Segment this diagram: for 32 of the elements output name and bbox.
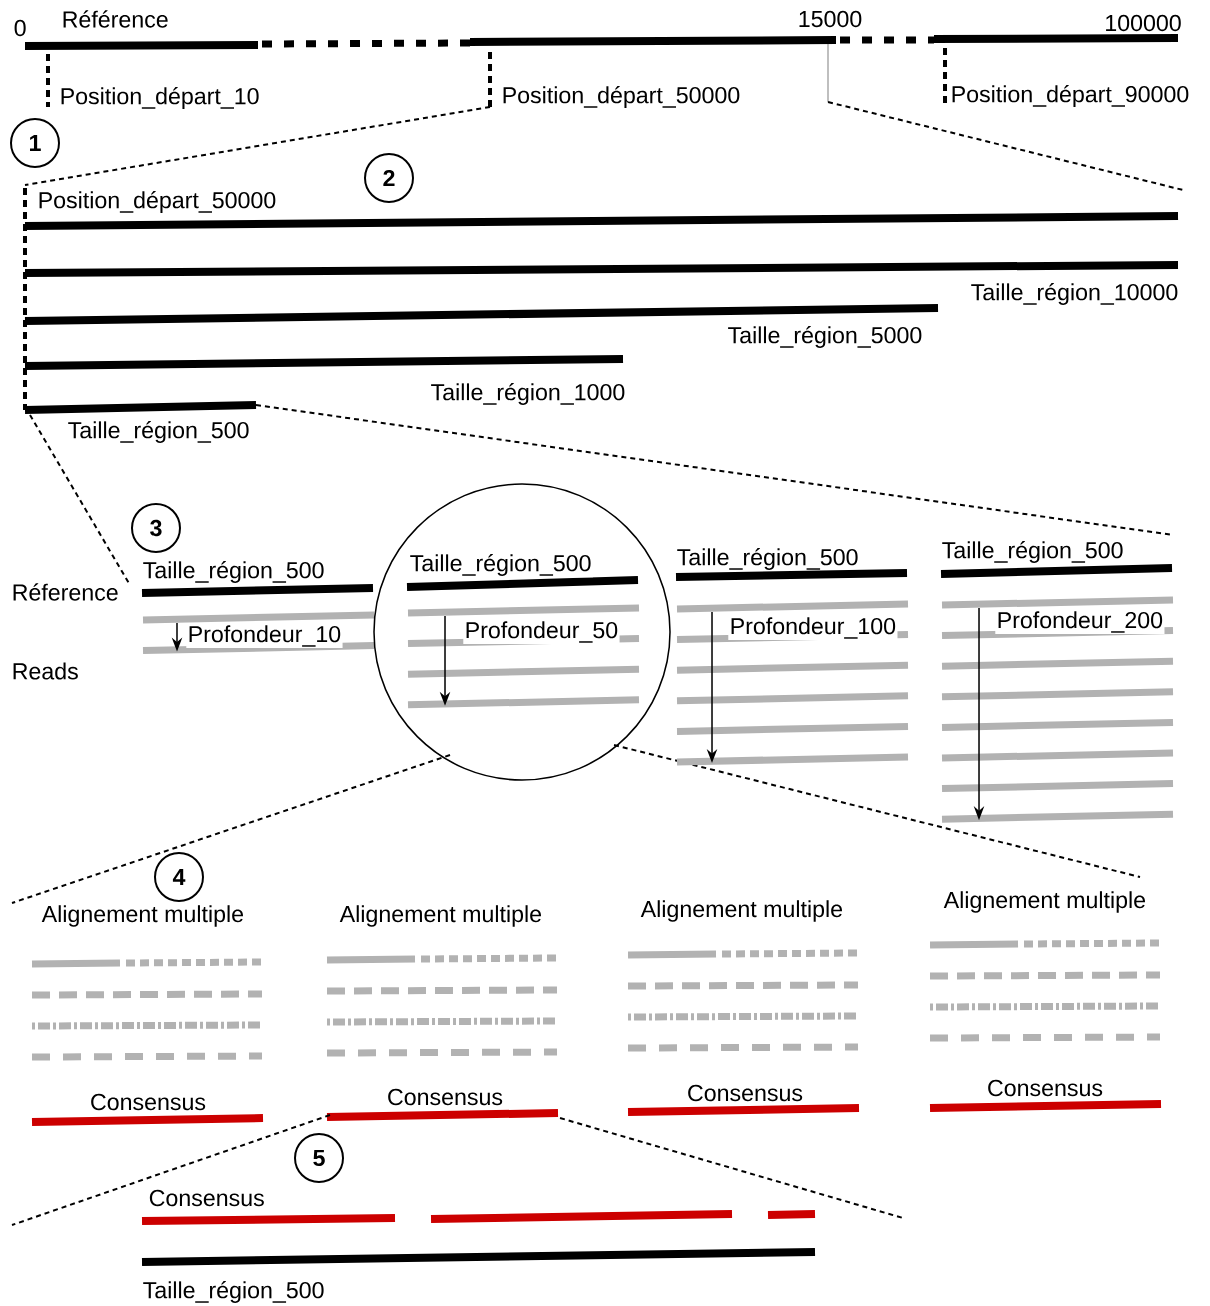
panel-title: Alignement multiple xyxy=(640,900,843,922)
depth-label: Profondeur_10 xyxy=(186,623,343,649)
depth-label: Profondeur_200 xyxy=(995,609,1165,635)
position-label: Position_départ_50000 xyxy=(39,191,276,213)
coordinate-label: 100000 xyxy=(1106,14,1181,32)
position-label: Position_départ_90000 xyxy=(952,85,1189,107)
coordinate-label: 15000 xyxy=(799,10,862,28)
region-label: Taille_région_1000 xyxy=(431,383,625,405)
depth-label: Profondeur_100 xyxy=(728,615,898,641)
region-label: Taille_région_10000 xyxy=(971,283,1178,305)
callout-number: 1 xyxy=(10,118,60,168)
panel-title: Alignement multiple xyxy=(339,905,541,927)
row-label: Réference xyxy=(13,583,118,601)
consensus-label: Consensus xyxy=(91,1093,206,1111)
position-label: Position_départ_50000 xyxy=(503,86,740,108)
row-label: Reads xyxy=(13,662,78,680)
depth-label: Profondeur_50 xyxy=(463,619,620,645)
region-label: Taille_région_500 xyxy=(942,541,1123,563)
consensus-label: Consensus xyxy=(988,1079,1103,1097)
coordinate-label: 0 xyxy=(14,19,26,37)
consensus-label: Consensus xyxy=(149,1189,264,1207)
region-label: Taille_région_500 xyxy=(143,1281,324,1303)
region-label: Taille_région_5000 xyxy=(728,326,922,348)
position-label: Position_départ_10 xyxy=(61,87,259,109)
callout-number: 5 xyxy=(294,1133,344,1183)
region-label: Taille_région_500 xyxy=(143,561,324,583)
panel-title: Alignement multiple xyxy=(943,891,1146,913)
consensus-label: Consensus xyxy=(688,1084,803,1102)
callout-number: 4 xyxy=(154,852,204,902)
callout-number: 3 xyxy=(131,503,181,553)
region-label: Taille_région_500 xyxy=(408,552,593,578)
callout-number: 2 xyxy=(364,153,414,203)
